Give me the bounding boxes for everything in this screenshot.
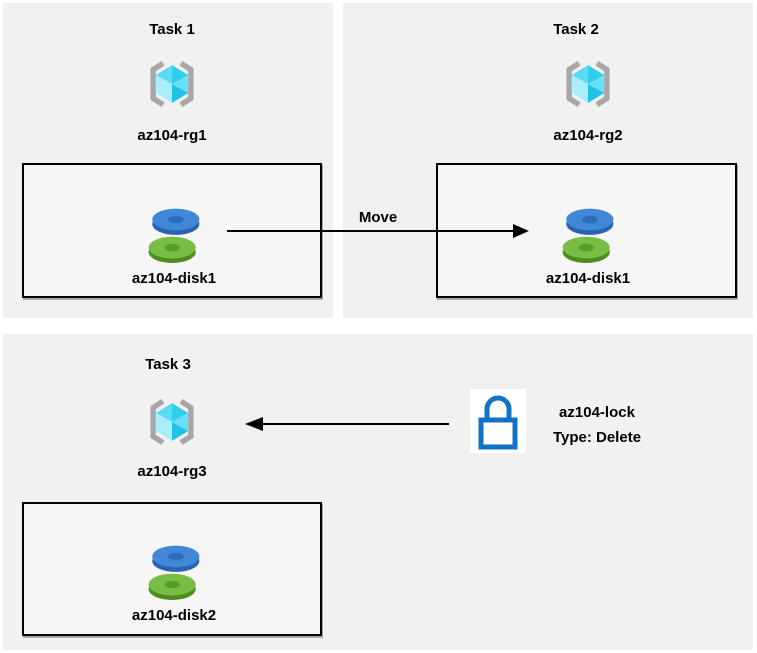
disk-icon — [148, 545, 200, 600]
disk-label: az104-disk2 — [131, 607, 217, 624]
resource-group-icon — [150, 399, 194, 445]
lock-type: Type: Delete — [552, 429, 642, 446]
panel-task1: Task 1 az104-rg1 az104-disk1 — [3, 3, 333, 318]
move-arrow-label: Move — [358, 209, 398, 226]
task1-title: Task 1 — [149, 21, 195, 38]
resource-box: az104-disk2 — [22, 502, 322, 636]
resource-group-label: az104-rg3 — [137, 463, 207, 480]
lock-icon — [470, 389, 526, 453]
resource-group-icon — [566, 61, 610, 107]
task3-title: Task 3 — [145, 356, 191, 373]
resource-group-label: az104-rg2 — [553, 127, 623, 144]
panel-task2: Task 2 az104-rg2 az104-disk1 — [343, 3, 753, 318]
resource-group-icon — [150, 61, 194, 107]
panel-task3: Task 3 az104-rg3 az104-disk2 — [3, 334, 753, 650]
disk-label: az104-disk1 — [545, 270, 631, 287]
disk-icon — [148, 208, 200, 263]
resource-box: az104-disk1 — [22, 163, 322, 298]
disk-label: az104-disk1 — [131, 270, 217, 287]
resource-box: az104-disk1 — [436, 163, 737, 298]
lock-name: az104-lock — [559, 404, 635, 421]
lock-caption: az104-lock Type: Delete — [553, 400, 641, 450]
task2-title: Task 2 — [553, 21, 599, 38]
resource-group-label: az104-rg1 — [137, 127, 207, 144]
disk-icon — [562, 208, 614, 263]
